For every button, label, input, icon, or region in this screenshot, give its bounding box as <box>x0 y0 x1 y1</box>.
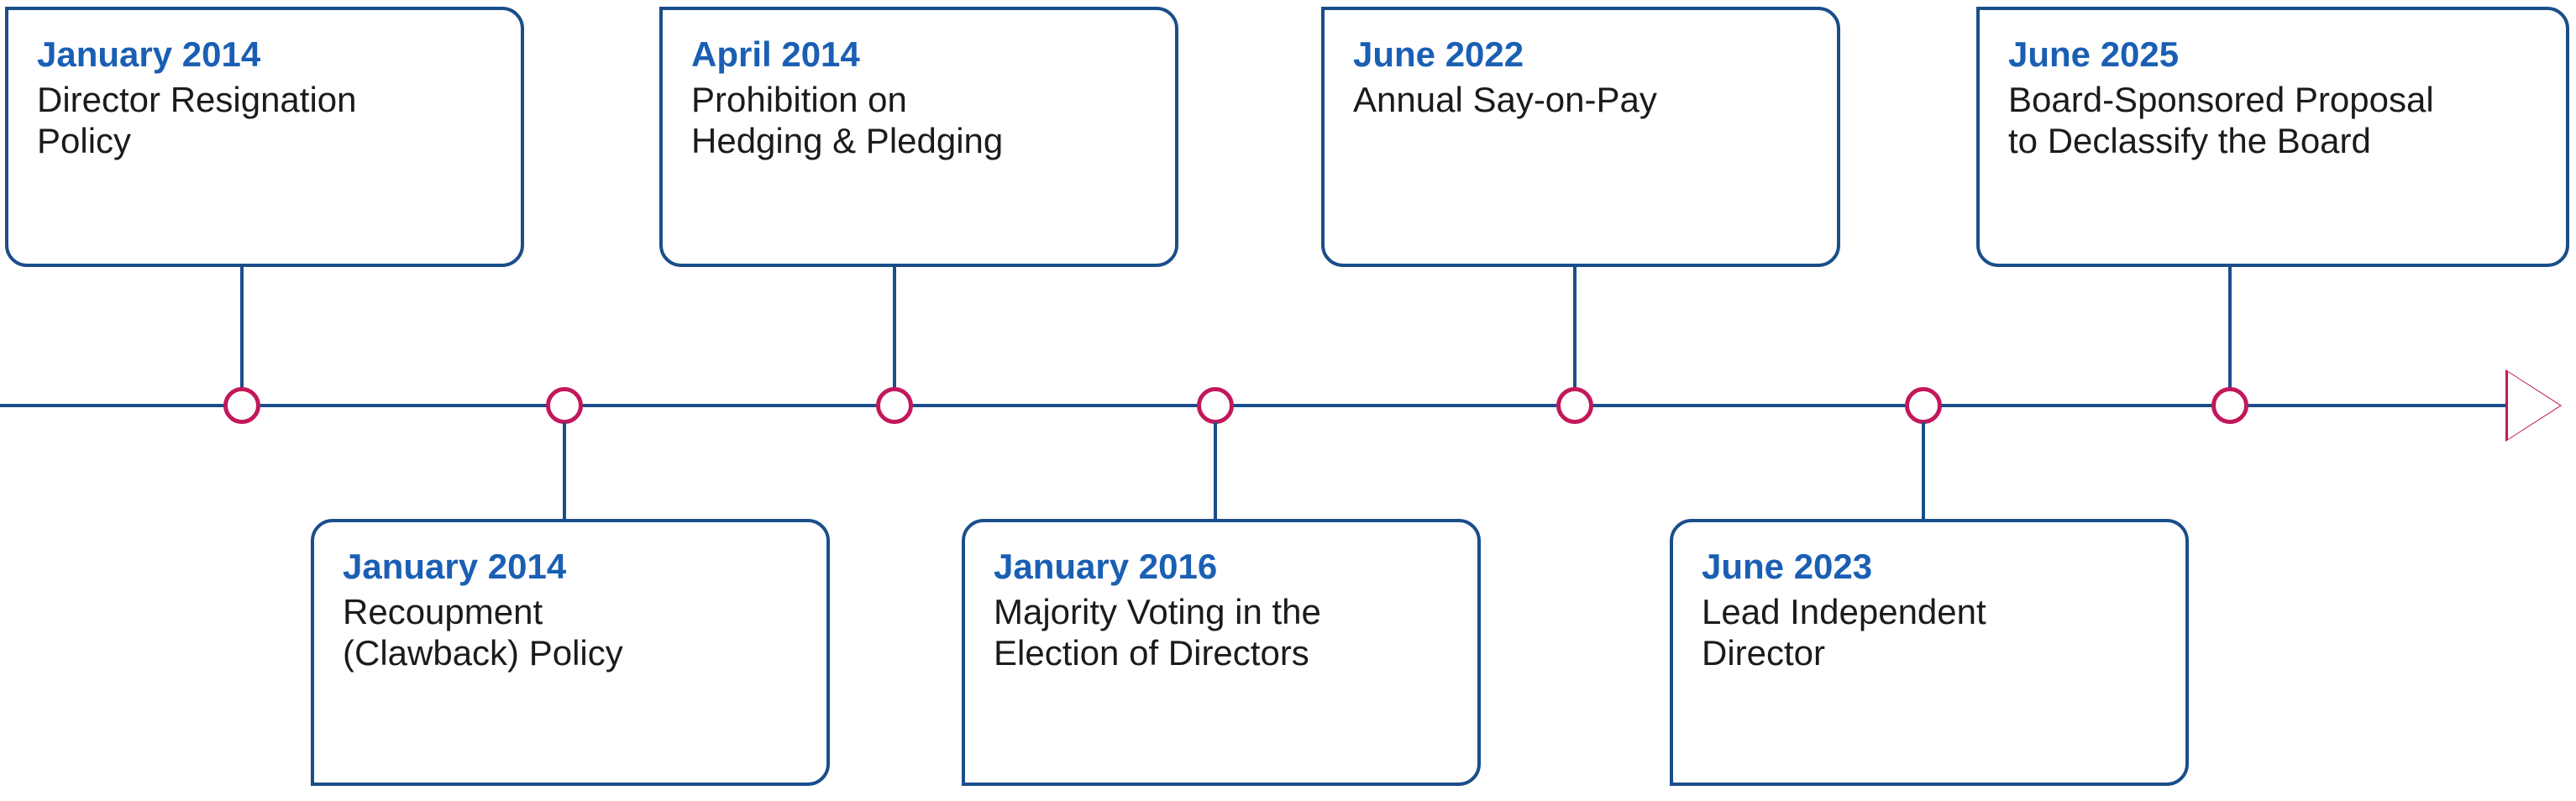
timeline-callout-5[interactable]: June 2022 Annual Say-on-Pay <box>1321 7 1840 267</box>
timeline-callout-5-date: June 2022 <box>1353 34 1524 74</box>
timeline-node-6[interactable] <box>1905 387 1942 424</box>
timeline-callout-4-date: January 2016 <box>994 547 1218 586</box>
timeline-stem-5 <box>1573 267 1577 389</box>
timeline-callout-4[interactable]: January 2016 Majority Voting in the Elec… <box>962 519 1481 786</box>
timeline-stem-6 <box>1922 422 1925 521</box>
timeline-node-1[interactable] <box>223 387 260 424</box>
timeline-stem-2 <box>563 422 566 521</box>
timeline-callout-7[interactable]: June 2025 Board-Sponsored Proposal to De… <box>1976 7 2569 267</box>
timeline-callout-3-date: April 2014 <box>691 34 860 74</box>
timeline-callout-4-text: Majority Voting in the Election of Direc… <box>994 591 1321 673</box>
timeline-stem-3 <box>893 267 896 389</box>
timeline-callout-1-text: Director Resignation Policy <box>37 79 357 161</box>
timeline-node-2[interactable] <box>546 387 583 424</box>
timeline-callout-3-text: Prohibition on Hedging & Pledging <box>691 79 1004 161</box>
timeline-callout-2[interactable]: January 2014 Recoupment (Clawback) Polic… <box>311 519 830 786</box>
timeline-axis <box>0 404 2514 407</box>
timeline-callout-6-text: Lead Independent Director <box>1702 591 1986 673</box>
timeline-callout-3[interactable]: April 2014 Prohibition on Hedging & Pled… <box>659 7 1178 267</box>
timeline-node-5[interactable] <box>1556 387 1593 424</box>
timeline-callout-1[interactable]: January 2014 Director Resignation Policy <box>5 7 524 267</box>
timeline-callout-1-date: January 2014 <box>37 34 261 74</box>
timeline-stem-7 <box>2228 267 2232 389</box>
timeline-node-7[interactable] <box>2211 387 2248 424</box>
timeline-callout-6[interactable]: June 2023 Lead Independent Director <box>1670 519 2189 786</box>
timeline-arrow-inner <box>2508 372 2560 439</box>
timeline-callout-7-date: June 2025 <box>2008 34 2180 74</box>
timeline-callout-7-text: Board-Sponsored Proposal to Declassify t… <box>2008 79 2434 161</box>
timeline-callout-6-date: June 2023 <box>1702 547 1873 586</box>
timeline-stem-1 <box>240 267 244 389</box>
timeline-callout-2-date: January 2014 <box>343 547 567 586</box>
timeline-node-4[interactable] <box>1197 387 1234 424</box>
timeline-node-3[interactable] <box>876 387 913 424</box>
timeline-callout-5-text: Annual Say-on-Pay <box>1353 79 1657 119</box>
timeline-stem-4 <box>1214 422 1217 521</box>
timeline-callout-2-text: Recoupment (Clawback) Policy <box>343 591 623 673</box>
